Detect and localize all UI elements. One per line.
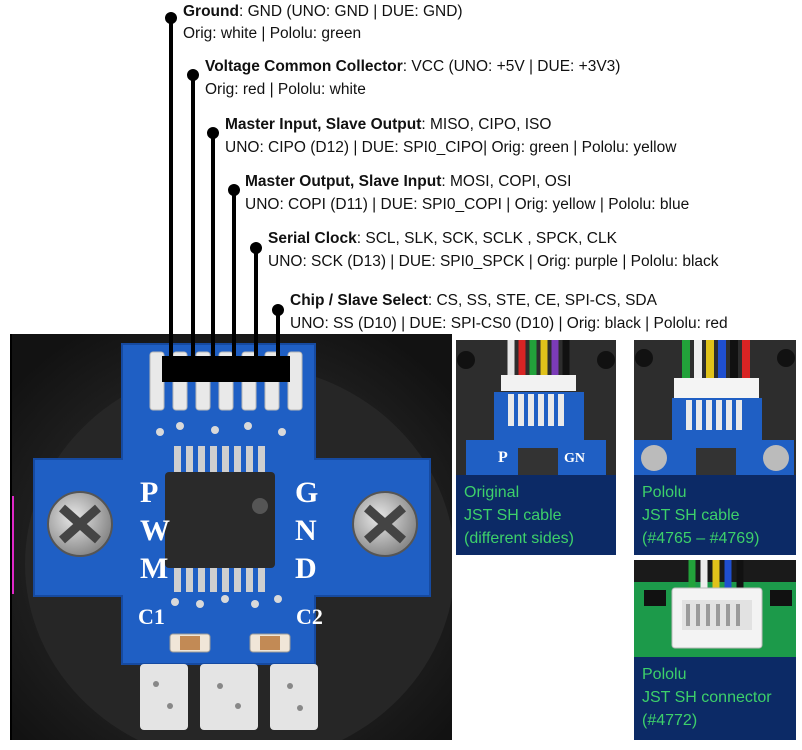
silk-p: P: [140, 476, 158, 509]
silk-w: W: [140, 514, 170, 547]
pin-label-sck: Serial Clock: SCL, SLK, SCK, SCLK , SPCK…: [268, 229, 617, 248]
pololu-connector-photo: [634, 560, 796, 657]
caption-line: (different sides): [464, 530, 574, 547]
pin-label-mosi-detail: UNO: COPI (D11) | DUE: SPI0_COPI | Orig:…: [245, 196, 690, 213]
silk-c1: C1: [138, 604, 165, 629]
caption-line: Original: [464, 484, 520, 501]
pin-detail: : CS, SS, STE, CE, SPI-CS, SDA: [427, 292, 657, 309]
pin-label-ground-colors: Orig: white | Pololu: green: [183, 25, 362, 42]
pin-name: Ground: [183, 3, 239, 20]
pin-label-vcc: Voltage Common Collector: VCC (UNO: +5V …: [205, 57, 620, 76]
pin-label-miso-detail: UNO: CIPO (D12) | DUE: SPI0_CIPO| Orig: …: [225, 139, 677, 156]
silk-c2: C2: [296, 604, 323, 629]
caption-line: (#4765 – #4769): [642, 530, 760, 547]
pin-label-cs: Chip / Slave Select: CS, SS, STE, CE, SP…: [290, 291, 657, 310]
silk-m: M: [140, 552, 168, 585]
caption-original: Original JST SH cable (different sides): [456, 475, 616, 555]
pin-detail: : MOSI, COPI, OSI: [441, 173, 572, 190]
small-silk-left: P: [498, 449, 508, 466]
caption-line: JST SH cable: [642, 507, 740, 524]
pololu-cable-photo: [634, 340, 796, 475]
pin-detail: : SCL, SLK, SCK, SCLK , SPCK, CLK: [356, 230, 617, 247]
pin-label-mosi: Master Output, Slave Input: MOSI, COPI, …: [245, 172, 571, 191]
caption-line: JST SH cable: [464, 507, 562, 524]
caption-line: JST SH connector: [642, 689, 772, 706]
main-board-photo: P W M G N D C1 C2: [10, 334, 452, 740]
caption-line: Pololu: [642, 484, 687, 501]
silk-n: N: [295, 514, 317, 547]
pin-label-sck-detail: UNO: SCK (D13) | DUE: SPI0_SPCK | Orig: …: [268, 253, 719, 270]
original-cable-photo: P GN: [456, 340, 616, 475]
silk-d: D: [295, 552, 317, 585]
pin-label-ground: Ground: GND (UNO: GND | DUE: GND): [183, 2, 463, 21]
pin-label-vcc-colors: Orig: red | Pololu: white: [205, 81, 366, 98]
pin-detail: : MISO, CIPO, ISO: [421, 116, 552, 133]
pin-name: Voltage Common Collector: [205, 58, 403, 75]
caption-line: Pololu: [642, 666, 687, 683]
caption-line: (#4772): [642, 712, 698, 729]
pin-label-miso: Master Input, Slave Output: MISO, CIPO, …: [225, 115, 551, 134]
pin-name: Master Output, Slave Input: [245, 173, 442, 190]
silk-g: G: [295, 476, 318, 509]
pin-label-cs-detail: UNO: SS (D10) | DUE: SPI-CS0 (D10) | Ori…: [290, 315, 728, 332]
pin-detail: : GND (UNO: GND | DUE: GND): [238, 3, 463, 20]
pin-name: Chip / Slave Select: [290, 292, 428, 309]
small-silk-right: GN: [564, 451, 585, 466]
caption-pololu-connector: Pololu JST SH connector (#4772): [634, 657, 796, 740]
pin-name: Serial Clock: [268, 230, 357, 247]
pin-name: Master Input, Slave Output: [225, 116, 422, 133]
pin-detail: : VCC (UNO: +5V | DUE: +3V3): [402, 58, 621, 75]
caption-pololu-cable: Pololu JST SH cable (#4765 – #4769): [634, 475, 796, 555]
